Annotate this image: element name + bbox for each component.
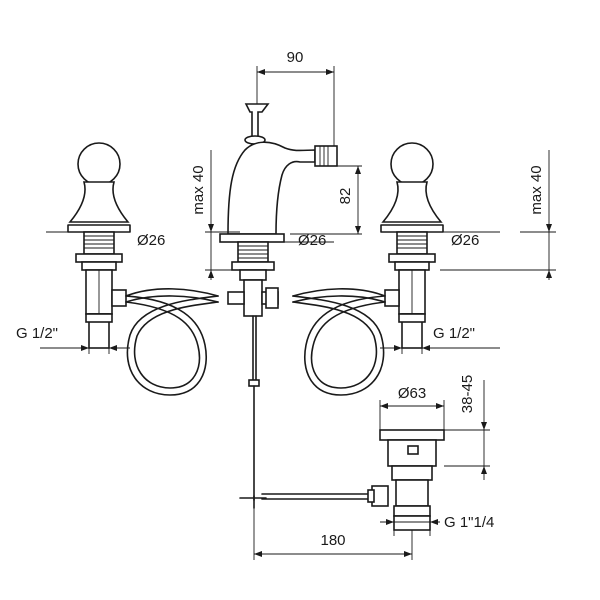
- dim-spout-offset: 90: [287, 49, 304, 66]
- center-spout: [219, 103, 373, 509]
- dim-waste-offset: 180: [320, 532, 345, 549]
- flexible-hoses: [125, 288, 386, 396]
- dim-spout-diameter: Ø26: [298, 232, 326, 249]
- dimension-lines: [40, 66, 556, 560]
- dim-left-valve-diameter: Ø26: [137, 232, 165, 249]
- left-valve: [67, 142, 131, 349]
- dim-right-inlet-thread: G 1/2": [433, 325, 475, 342]
- dim-left-valve-max-height: max 40: [190, 165, 207, 214]
- dim-waste-thread: G 1"1/4: [444, 514, 494, 531]
- dim-left-inlet-thread: G 1/2": [16, 325, 58, 342]
- dim-waste-diameter: Ø63: [398, 385, 426, 402]
- right-valve: [380, 142, 444, 349]
- dim-spout-height: 82: [337, 188, 354, 205]
- dim-waste-height: 38-45: [459, 375, 476, 413]
- dim-right-valve-max-height: max 40: [528, 165, 545, 214]
- dim-right-valve-diameter: Ø26: [451, 232, 479, 249]
- popup-waste: [367, 429, 445, 531]
